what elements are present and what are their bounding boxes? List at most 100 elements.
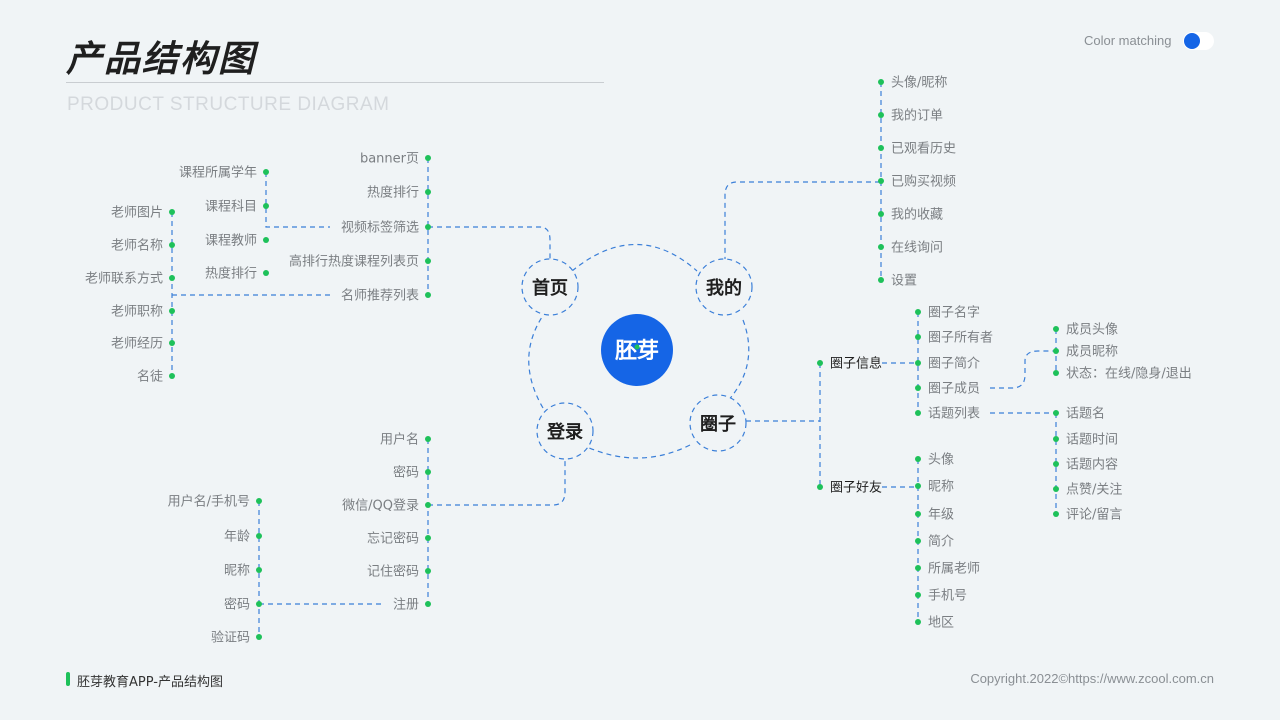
login-items-dot bbox=[425, 469, 431, 475]
footer-accent-bar bbox=[66, 672, 70, 686]
login-item: 微信/QQ登录 bbox=[342, 499, 419, 514]
center-node-label: 胚芽 bbox=[615, 339, 659, 364]
login-items-dot bbox=[425, 568, 431, 574]
mine-items-dot bbox=[878, 145, 884, 151]
topic-item: 话题内容 bbox=[1066, 457, 1118, 473]
home-items-dot bbox=[425, 258, 431, 264]
friend-items-dot bbox=[915, 592, 921, 598]
member-items-dot bbox=[1053, 348, 1059, 354]
node-home-circle bbox=[521, 258, 579, 316]
friend-items-dot bbox=[915, 619, 921, 625]
tag-filter-items-dot bbox=[263, 237, 269, 243]
member-item: 成员头像 bbox=[1066, 323, 1118, 338]
login-item: 忘记密码 bbox=[367, 531, 419, 547]
mine-items-dot bbox=[878, 244, 884, 250]
topic-items-dot bbox=[1053, 410, 1059, 416]
register-items-dot bbox=[256, 634, 262, 640]
friend-items-dot bbox=[915, 565, 921, 571]
topic-items-dot bbox=[1053, 436, 1059, 442]
orbit-login-home bbox=[528, 316, 544, 409]
title-divider bbox=[66, 82, 604, 83]
login-items-dot bbox=[425, 436, 431, 442]
circle-groups-dot bbox=[817, 484, 823, 490]
friend-items-dot bbox=[915, 456, 921, 462]
node-mine-circle bbox=[695, 258, 753, 316]
teacher-items-dot bbox=[169, 209, 175, 215]
home-item: 热度排行 bbox=[367, 185, 419, 201]
home-items-dot bbox=[425, 155, 431, 161]
circle-group: 圈子信息 bbox=[830, 356, 882, 372]
home-items-dot bbox=[425, 224, 431, 230]
node-mine-label: 我的 bbox=[706, 277, 742, 299]
member-item: 成员昵称 bbox=[1066, 345, 1118, 360]
mine-item: 已观看历史 bbox=[891, 141, 956, 157]
orbit-home-mine bbox=[571, 244, 698, 272]
register-item: 年龄 bbox=[224, 530, 250, 545]
color-matching-label: Color matching bbox=[1084, 33, 1172, 48]
circle-groups-dot bbox=[817, 360, 823, 366]
friend-item: 简介 bbox=[928, 534, 954, 550]
friend-item: 手机号 bbox=[928, 589, 967, 604]
login-connector bbox=[428, 460, 566, 506]
node-login-label: 登录 bbox=[546, 421, 583, 443]
friend-item: 头像 bbox=[928, 453, 954, 468]
register-item: 昵称 bbox=[224, 564, 250, 579]
member-item: 状态：在线/隐身/退出 bbox=[1066, 366, 1192, 382]
home-items-dot bbox=[425, 189, 431, 195]
page-subtitle: PRODUCT STRUCTURE DIAGRAM bbox=[67, 94, 390, 115]
tag-filter-item: 课程科目 bbox=[205, 200, 257, 215]
mine-items-dot bbox=[878, 112, 884, 118]
circle-info-item: 话题列表 bbox=[928, 407, 980, 422]
register-items-dot bbox=[256, 498, 262, 504]
mine-connector bbox=[724, 181, 880, 260]
main-nodes: 胚芽首页我的圈子登录 bbox=[521, 258, 753, 460]
tag-filter-spine bbox=[265, 172, 330, 228]
topic-items-dot bbox=[1053, 461, 1059, 467]
login-item: 用户名 bbox=[380, 432, 419, 448]
friend-items-dot bbox=[915, 538, 921, 544]
home-item: banner页 bbox=[360, 152, 419, 167]
tag-filter-items-dot bbox=[263, 203, 269, 209]
register-item: 用户名/手机号 bbox=[168, 494, 250, 510]
tag-filter-item: 热度排行 bbox=[205, 266, 257, 282]
home-item: 视频标签筛选 bbox=[341, 220, 419, 236]
register-item: 验证码 bbox=[211, 630, 250, 646]
friend-item: 年级 bbox=[928, 508, 954, 523]
topic-item: 话题名 bbox=[1066, 406, 1105, 422]
friend-item: 昵称 bbox=[928, 480, 954, 495]
mine-item: 在线询问 bbox=[891, 241, 943, 256]
mine-item: 我的订单 bbox=[891, 108, 943, 124]
footer-project-label: 胚芽教育APP-产品结构图 bbox=[77, 675, 223, 690]
circle-info-items-dot bbox=[915, 385, 921, 391]
home-items-dot bbox=[425, 292, 431, 298]
teacher-item: 名徒 bbox=[137, 369, 163, 385]
circle-info-items-dot bbox=[915, 410, 921, 416]
tag-filter-item: 课程所属学年 bbox=[179, 165, 257, 181]
teacher-items-dot bbox=[169, 308, 175, 314]
circle-group: 圈子好友 bbox=[830, 480, 882, 496]
friend-items-dot bbox=[915, 483, 921, 489]
topic-item: 点赞/关注 bbox=[1066, 483, 1122, 498]
teacher-items-dot bbox=[169, 373, 175, 379]
teacher-item: 老师名称 bbox=[111, 238, 163, 254]
register-items-dot bbox=[256, 533, 262, 539]
mine-item: 我的收藏 bbox=[891, 207, 943, 223]
login-items-dot bbox=[425, 502, 431, 508]
teacher-item: 老师经历 bbox=[111, 337, 163, 352]
circle-info-item: 圈子所有者 bbox=[928, 331, 993, 346]
teacher-item: 老师图片 bbox=[111, 206, 163, 221]
circle-info-item: 圈子简介 bbox=[928, 356, 980, 372]
sprout-dot bbox=[634, 344, 640, 350]
teacher-item: 老师联系方式 bbox=[85, 271, 163, 287]
teacher-items-dot bbox=[169, 340, 175, 346]
mine-item: 已购买视频 bbox=[891, 174, 956, 190]
circle-info-items-dot bbox=[915, 309, 921, 315]
circle-info-item: 圈子名字 bbox=[928, 305, 980, 321]
node-circle-label: 圈子 bbox=[700, 414, 736, 435]
login-item: 记住密码 bbox=[367, 564, 419, 580]
toggle-knob[interactable] bbox=[1184, 33, 1200, 49]
topic-item: 评论/留言 bbox=[1066, 508, 1122, 523]
login-items-dot bbox=[425, 535, 431, 541]
tag-filter-items-dot bbox=[263, 270, 269, 276]
